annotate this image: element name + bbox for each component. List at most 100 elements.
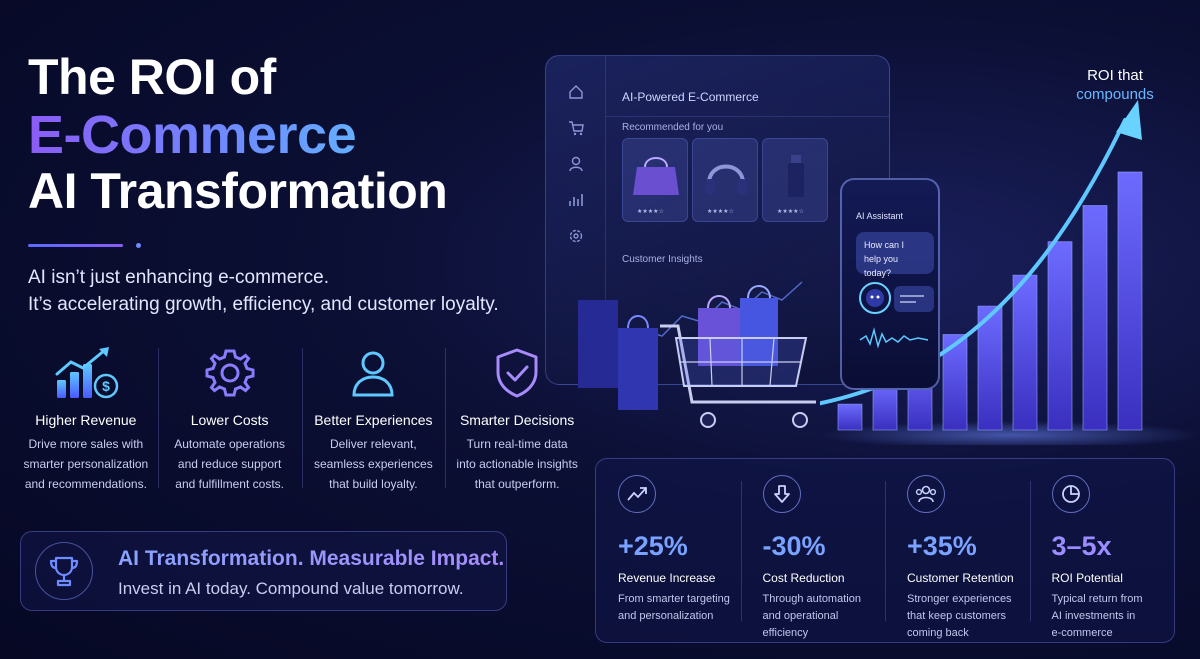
pie-chart-icon: [1051, 475, 1090, 513]
stat-desc-line: that keep customers: [907, 610, 1007, 622]
benefit-lower-costs: Lower Costs Automate operations and redu…: [157, 338, 302, 498]
stat-customer-retention: +35% Customer Retention Stronger experie…: [885, 459, 1030, 642]
stat-desc: From smarter targeting and personalizati…: [618, 591, 741, 625]
benefit-desc: Drive more sales with smarter personaliz…: [14, 434, 158, 494]
stat-desc-line: Stronger experiences: [907, 593, 1012, 605]
tablet-sidebar: [546, 56, 606, 384]
hero-title-line3: AI Transformation: [28, 163, 448, 219]
impact-subtext: Invest in AI today. Compound value tomor…: [118, 579, 464, 598]
trend-up-icon: [618, 475, 656, 513]
benefit-desc-line: smarter personalization: [23, 457, 149, 471]
roi-label-line2: compounds: [1076, 86, 1154, 103]
benefit-desc-line: Drive more sales with: [28, 437, 144, 451]
svg-text:$: $: [102, 378, 110, 394]
benefits-row: $ Higher Revenue Drive more sales with s…: [14, 338, 589, 498]
stat-desc-line: coming back: [907, 627, 969, 639]
bottle-icon: ★★★★☆: [777, 155, 804, 215]
gear-icon: [158, 342, 302, 404]
hero-subtitle-line1: AI isn’t just enhancing e-commerce.: [28, 267, 329, 288]
benefit-desc-line: seamless experiences: [314, 457, 433, 471]
product-rating: ★★★★☆: [777, 208, 804, 215]
title-divider-dot: [136, 243, 141, 248]
stat-value: +35%: [907, 531, 977, 561]
benefit-desc-line: Turn real-time data: [466, 437, 568, 451]
growth-bar: [872, 383, 898, 431]
revenue-chart-icon: $: [14, 342, 158, 404]
user-icon: [302, 342, 446, 404]
tablet-title: AI-Powered E-Commerce: [622, 90, 759, 104]
phone-mockup: AI Assistant How can I help you today?: [840, 178, 940, 390]
growth-bar: [1117, 171, 1143, 431]
hero-subtitle-line2: It’s accelerating growth, efficiency, an…: [28, 294, 499, 315]
stat-value: 3–5x: [1051, 531, 1112, 561]
hero-title-line2: E-Commerce: [28, 108, 447, 162]
trophy-icon: [35, 542, 93, 600]
stat-title: ROI Potential: [1051, 571, 1123, 585]
product-card-headphones: ★★★★☆: [692, 138, 758, 222]
product-card-bottle: ★★★★☆: [762, 138, 828, 222]
impact-banner: AI Transformation. Measurable Impact. In…: [20, 531, 507, 611]
benefit-title: Lower Costs: [190, 412, 269, 428]
stat-title: Revenue Increase: [618, 571, 716, 585]
benefit-desc-line: into actionable insights: [456, 457, 578, 471]
stats-panel: +25% Revenue Increase From smarter targe…: [595, 458, 1175, 643]
chatbot-icon: [859, 282, 934, 349]
title-divider: [28, 244, 123, 247]
benefit-higher-revenue: $ Higher Revenue Drive more sales with s…: [14, 338, 158, 498]
assistant-question-line: How can I: [864, 240, 905, 250]
assistant-chat-bubble: How can I help you today?: [856, 232, 934, 278]
stat-cost-reduction: -30% Cost Reduction Through automation a…: [740, 459, 886, 642]
growth-bar: [1082, 205, 1108, 431]
stat-title: Cost Reduction: [762, 571, 845, 585]
growth-bar: [1012, 274, 1038, 431]
stat-revenue-increase: +25% Revenue Increase From smarter targe…: [596, 459, 741, 642]
growth-bar: [977, 305, 1003, 431]
stat-value: +25%: [618, 531, 688, 561]
tablet-divider: [606, 116, 889, 117]
product-rating: ★★★★☆: [707, 208, 734, 215]
recommended-label: Recommended for you: [622, 122, 724, 133]
impact-heading: AI Transformation. Measurable Impact.: [118, 547, 505, 570]
bar-chart-icon: [568, 192, 584, 213]
growth-bar: [837, 403, 863, 431]
growth-arrow-head: [1116, 100, 1142, 140]
stat-desc-line: and personalization: [618, 610, 714, 622]
users-icon: [907, 475, 945, 513]
roi-label-line1: ROI that: [1087, 67, 1143, 84]
ai-assistant-label: AI Assistant: [856, 211, 904, 221]
growth-bars-graphic: [820, 100, 1200, 445]
product-card-handbag: ★★★★☆: [622, 138, 688, 222]
benefit-desc: Automate operations and reduce support a…: [158, 434, 302, 494]
hero-title-line1: The ROI of: [28, 49, 276, 105]
cart-icon: [568, 120, 584, 141]
settings-icon: [568, 228, 584, 249]
benefit-smarter-decisions: Smarter Decisions Turn real-time data in…: [445, 338, 589, 498]
customer-insights-label: Customer Insights: [622, 254, 703, 265]
stat-desc: Typical return from AI investments in e-…: [1052, 591, 1175, 642]
benefit-desc-line: that build loyalty.: [329, 477, 418, 491]
stat-desc-line: e-commerce: [1051, 627, 1113, 639]
stat-desc-line: and operational efficiency: [762, 610, 839, 639]
roi-compounds-label: ROI that compounds: [1050, 66, 1180, 104]
stat-desc-line: AI investments in: [1051, 610, 1136, 622]
benefit-desc-line: and reduce support: [177, 457, 282, 471]
benefit-desc-line: that outperform.: [474, 477, 560, 491]
user-icon: [568, 156, 584, 177]
hero-title: The ROI of E-Commerce AI Transformation: [28, 49, 448, 219]
stat-desc-line: Through automation: [762, 593, 861, 605]
handbag-icon: ★★★★☆: [633, 157, 679, 215]
stat-title: Customer Retention: [907, 571, 1014, 585]
benefit-desc-line: and recommendations.: [24, 477, 147, 491]
stat-desc-line: Typical return from: [1051, 593, 1143, 605]
arrow-down-icon: [762, 475, 801, 513]
stat-desc: Through automation and operational effic…: [763, 591, 886, 642]
benefit-title: Better Experiences: [314, 412, 433, 428]
growth-arrow-line: [820, 118, 1127, 406]
benefit-desc: Turn real-time data into actionable insi…: [445, 434, 589, 494]
hero-subtitle: AI isn’t just enhancing e-commerce. It’s…: [28, 264, 499, 318]
benefit-desc-line: Deliver relevant,: [330, 437, 417, 451]
product-rating: ★★★★☆: [637, 208, 664, 215]
shopping-bag-icon: [740, 298, 778, 366]
stat-roi-potential: 3–5x ROI Potential Typical return from A…: [1029, 459, 1175, 642]
benefit-desc-line: Automate operations: [174, 437, 285, 451]
